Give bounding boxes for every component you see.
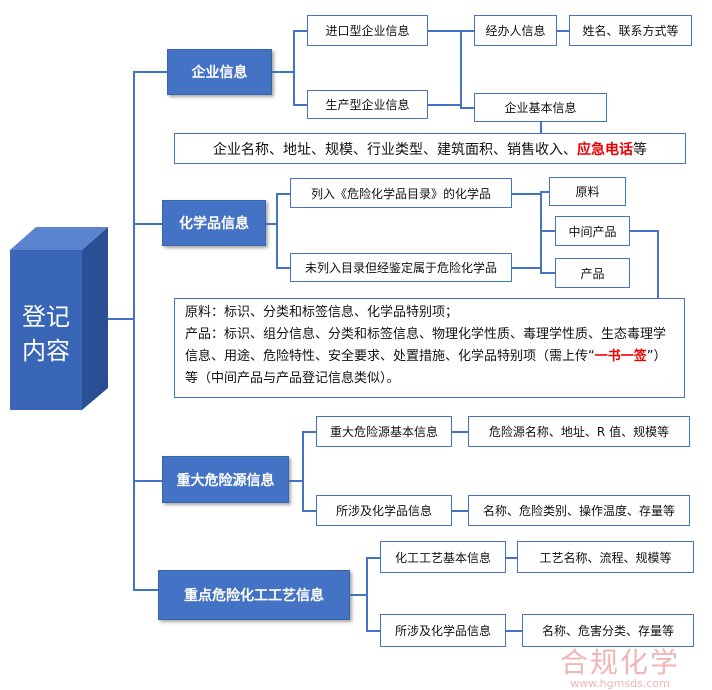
connector — [460, 30, 474, 32]
connector — [366, 557, 368, 631]
note-red-text: 一书一签 — [594, 349, 647, 364]
intermediate-node[interactable]: 中间产品 — [555, 216, 630, 246]
connector — [452, 431, 468, 433]
connector — [540, 272, 555, 274]
connector — [428, 30, 460, 32]
process-basic-detail: 工艺名称、流程、规模等 — [517, 541, 694, 573]
connector — [302, 510, 316, 512]
unlisted-chemical-node[interactable]: 未列入目录但经鉴定属于危险化学品 — [290, 253, 512, 282]
connector — [108, 318, 134, 320]
connector — [506, 557, 517, 559]
connector — [276, 267, 290, 269]
root-line2: 内容 — [22, 337, 70, 365]
detail-text: 企业名称、地址、规模、行业类型、建筑面积、销售收入、 — [213, 141, 577, 158]
enterprise-basic-node[interactable]: 企业基本信息 — [474, 93, 607, 122]
connector — [540, 191, 549, 193]
listed-chemical-node[interactable]: 列入《危险化学品目录》的化学品 — [290, 178, 512, 208]
connector — [293, 104, 307, 106]
watermark-url: www.hgmsds.com — [570, 677, 670, 690]
connector — [293, 30, 295, 105]
root-line1: 登记 — [22, 303, 70, 331]
connector — [460, 107, 474, 109]
chemical-note-box: 原料：标识、分类和标签信息、化学品特别项； 产品：标识、组分信息、分类和标签信息… — [174, 298, 685, 398]
chemical-node[interactable]: 化学品信息 — [162, 200, 266, 246]
connector — [276, 193, 278, 268]
connector — [452, 510, 468, 512]
connector — [540, 122, 542, 133]
connector — [133, 480, 162, 482]
production-enterprise-node[interactable]: 生产型企业信息 — [307, 90, 428, 119]
emergency-phone-text: 应急电话 — [577, 141, 633, 158]
hazard-chem-detail: 名称、危险类别、操作温度、存量等 — [468, 495, 690, 526]
connector — [540, 230, 555, 232]
connector — [293, 30, 307, 32]
hazard-chem-node[interactable]: 所涉及化学品信息 — [316, 495, 452, 526]
process-basic-node[interactable]: 化工工艺基本信息 — [380, 541, 506, 573]
process-chem-detail: 名称、危害分类、存量等 — [522, 614, 694, 647]
raw-material-node[interactable]: 原料 — [549, 177, 626, 206]
note-product: 产品：标识、组分信息、分类和标签信息、物理化学性质、毒理学性质、生态毒理学信息、… — [185, 324, 674, 390]
connector — [289, 480, 302, 482]
detail-suffix: 等 — [633, 141, 647, 158]
connector — [557, 30, 569, 32]
agent-node[interactable]: 经办人信息 — [474, 15, 557, 46]
connector — [630, 230, 658, 232]
connector — [460, 30, 462, 108]
enterprise-node[interactable]: 企业信息 — [167, 49, 272, 95]
connector — [272, 71, 293, 73]
connector — [366, 630, 380, 632]
enterprise-detail-box: 企业名称、地址、规模、行业类型、建筑面积、销售收入、应急电话等 — [174, 133, 686, 164]
connector — [512, 193, 540, 195]
connector — [657, 230, 659, 298]
connector — [133, 71, 135, 589]
process-chem-node[interactable]: 所涉及化学品信息 — [380, 614, 506, 647]
product-node[interactable]: 产品 — [555, 258, 630, 288]
root-label: 登记内容 — [10, 300, 82, 368]
watermark-logo: 合规化学 www.hgmsds.com — [546, 649, 694, 690]
root-box-shape — [10, 227, 108, 410]
connector — [133, 71, 167, 73]
connector — [302, 431, 316, 433]
connector — [540, 191, 542, 273]
connector — [506, 630, 522, 632]
connector — [366, 557, 380, 559]
connector — [302, 431, 304, 511]
note-product-text: 产品：标识、组分信息、分类和标签信息、物理化学性质、毒理学性质、生态毒理学信息、… — [185, 327, 667, 364]
process-node[interactable]: 重点危险化工工艺信息 — [158, 570, 350, 620]
import-enterprise-node[interactable]: 进口型企业信息 — [307, 15, 428, 46]
connector — [133, 589, 158, 591]
hazard-basic-node[interactable]: 重大危险源基本信息 — [316, 416, 452, 447]
agent-detail-node[interactable]: 姓名、联系方式等 — [569, 15, 692, 46]
hazard-node[interactable]: 重大危险源信息 — [162, 456, 289, 503]
connector — [512, 267, 540, 269]
connector — [428, 104, 460, 106]
note-raw: 原料：标识、分类和标签信息、化学品特别项； — [185, 305, 459, 320]
connector — [266, 223, 276, 225]
watermark-title: 合规化学 — [559, 646, 680, 679]
note-end-text: ”）等（中间产品与产品登记信息类似）。 — [185, 349, 667, 386]
hazard-basic-detail: 危险源名称、地址、R 值、规模等 — [468, 416, 690, 447]
connector — [350, 594, 366, 596]
connector — [276, 193, 290, 195]
connector — [133, 223, 162, 225]
